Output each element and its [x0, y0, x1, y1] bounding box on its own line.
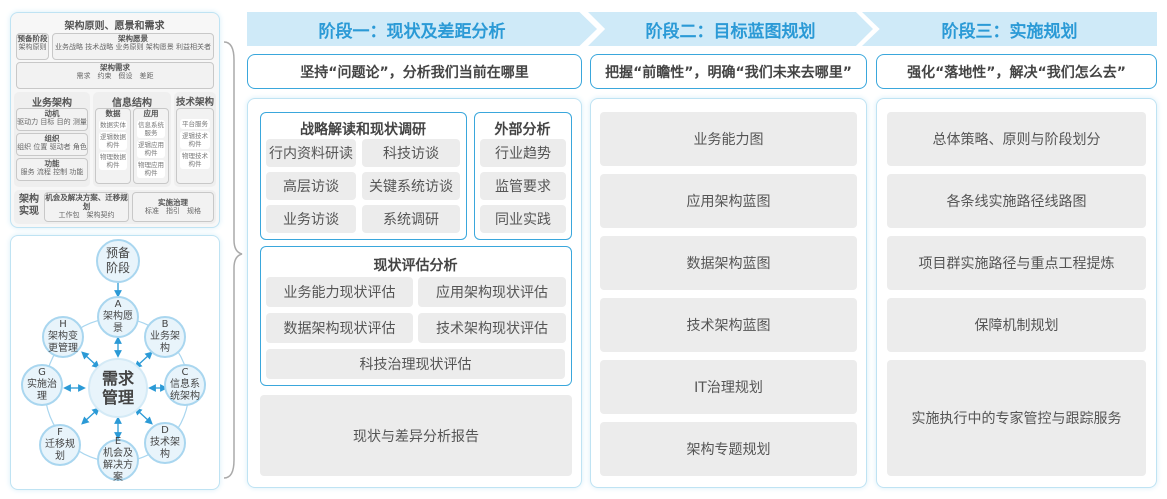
information-architecture: 信息结构 数据 数据实体逻辑数据构件物理数据构件 应用 信息系统服务逻辑应用构件…	[93, 92, 171, 187]
implementation-item[interactable]: 实施执行中的专家管控与跟踪服务	[887, 360, 1146, 476]
assessment-item[interactable]: 数据架构现状评估	[266, 313, 413, 343]
implementation-item[interactable]: 总体策略、原则与阶段划分	[887, 112, 1146, 166]
stage-1-header: 阶段一：现状及差距分析	[247, 12, 597, 46]
implementation-item[interactable]: 保障机制规划	[887, 298, 1146, 352]
blueprint-item[interactable]: 技术架构蓝图	[600, 298, 857, 352]
node-requirements-management[interactable]: 需求管理	[88, 358, 148, 418]
stage-1-subtitle: 坚持“问题论”，分析我们当前在哪里	[247, 54, 582, 89]
blueprint-item[interactable]: IT治理规划	[600, 360, 857, 414]
business-architecture: 业务架构 动机驱动力 目标 目的 测量 组织组织 位置 驱动者 角色 功能服务 …	[14, 92, 90, 187]
blueprint-item[interactable]: 架构专题规划	[600, 422, 857, 476]
blueprint-item[interactable]: 应用架构蓝图	[600, 174, 857, 228]
implementation-item[interactable]: 项目群实施路径与重点工程提炼	[887, 236, 1146, 290]
external-item[interactable]: 行业趋势	[480, 139, 566, 167]
panel-title: 架构原则、愿景和需求	[64, 21, 165, 32]
stage-3-header: 阶段三：实施规划	[862, 12, 1157, 46]
vision-box: 架构愿景业务战略 技术战略 业务原则 架构愿景 利益相关者	[52, 33, 214, 60]
survey-item[interactable]: 科技访谈	[362, 139, 460, 167]
survey-item[interactable]: 业务访谈	[266, 205, 356, 233]
assessment-item[interactable]: 业务能力现状评估	[266, 277, 413, 307]
stage-3-subtitle: 强化“落地性”，解决“我们怎么去”	[876, 54, 1157, 89]
prep-box: 预备阶段架构原则	[16, 33, 49, 60]
assessment-item[interactable]: 科技治理现状评估	[266, 349, 565, 379]
blueprint-item[interactable]: 数据架构蓝图	[600, 236, 857, 290]
blueprint-item[interactable]: 业务能力图	[600, 112, 857, 166]
architecture-content-panel: 架构原则、愿景和需求 预备阶段架构原则 架构愿景业务战略 技术战略 业务原则 架…	[10, 12, 220, 228]
technology-architecture: 技术架构 平台服务逻辑技术构件物理技术构件	[174, 92, 216, 187]
brace	[223, 41, 243, 479]
survey-item[interactable]: 关键系统访谈	[362, 172, 460, 200]
implementation-item[interactable]: 各条线实施路径线路图	[887, 174, 1146, 228]
requirements-box: 架构需求需求 约束 假设 差距	[16, 62, 214, 89]
stage-2-subtitle: 把握“前瞻性”，明确“我们未来去哪里”	[590, 54, 867, 89]
survey-item[interactable]: 高层访谈	[266, 172, 356, 200]
survey-item[interactable]: 系统调研	[362, 205, 460, 233]
survey-item[interactable]: 行内资料研读	[266, 139, 356, 167]
assessment-item[interactable]: 应用架构现状评估	[418, 277, 566, 307]
assessment-item[interactable]: 技术架构现状评估	[418, 313, 566, 343]
gap-analysis-report[interactable]: 现状与差异分析报告	[260, 395, 572, 476]
external-item[interactable]: 同业实践	[480, 205, 566, 233]
external-item[interactable]: 监管要求	[480, 172, 566, 200]
stage-2-header: 阶段二：目标蓝图规划	[588, 12, 873, 46]
architecture-implementation: 架构实现 机会及解决方案、迁移规划工作包 架构契约 实施治理标准 指引 规格	[14, 190, 216, 224]
node-preliminary[interactable]: 预备阶段	[96, 239, 140, 283]
